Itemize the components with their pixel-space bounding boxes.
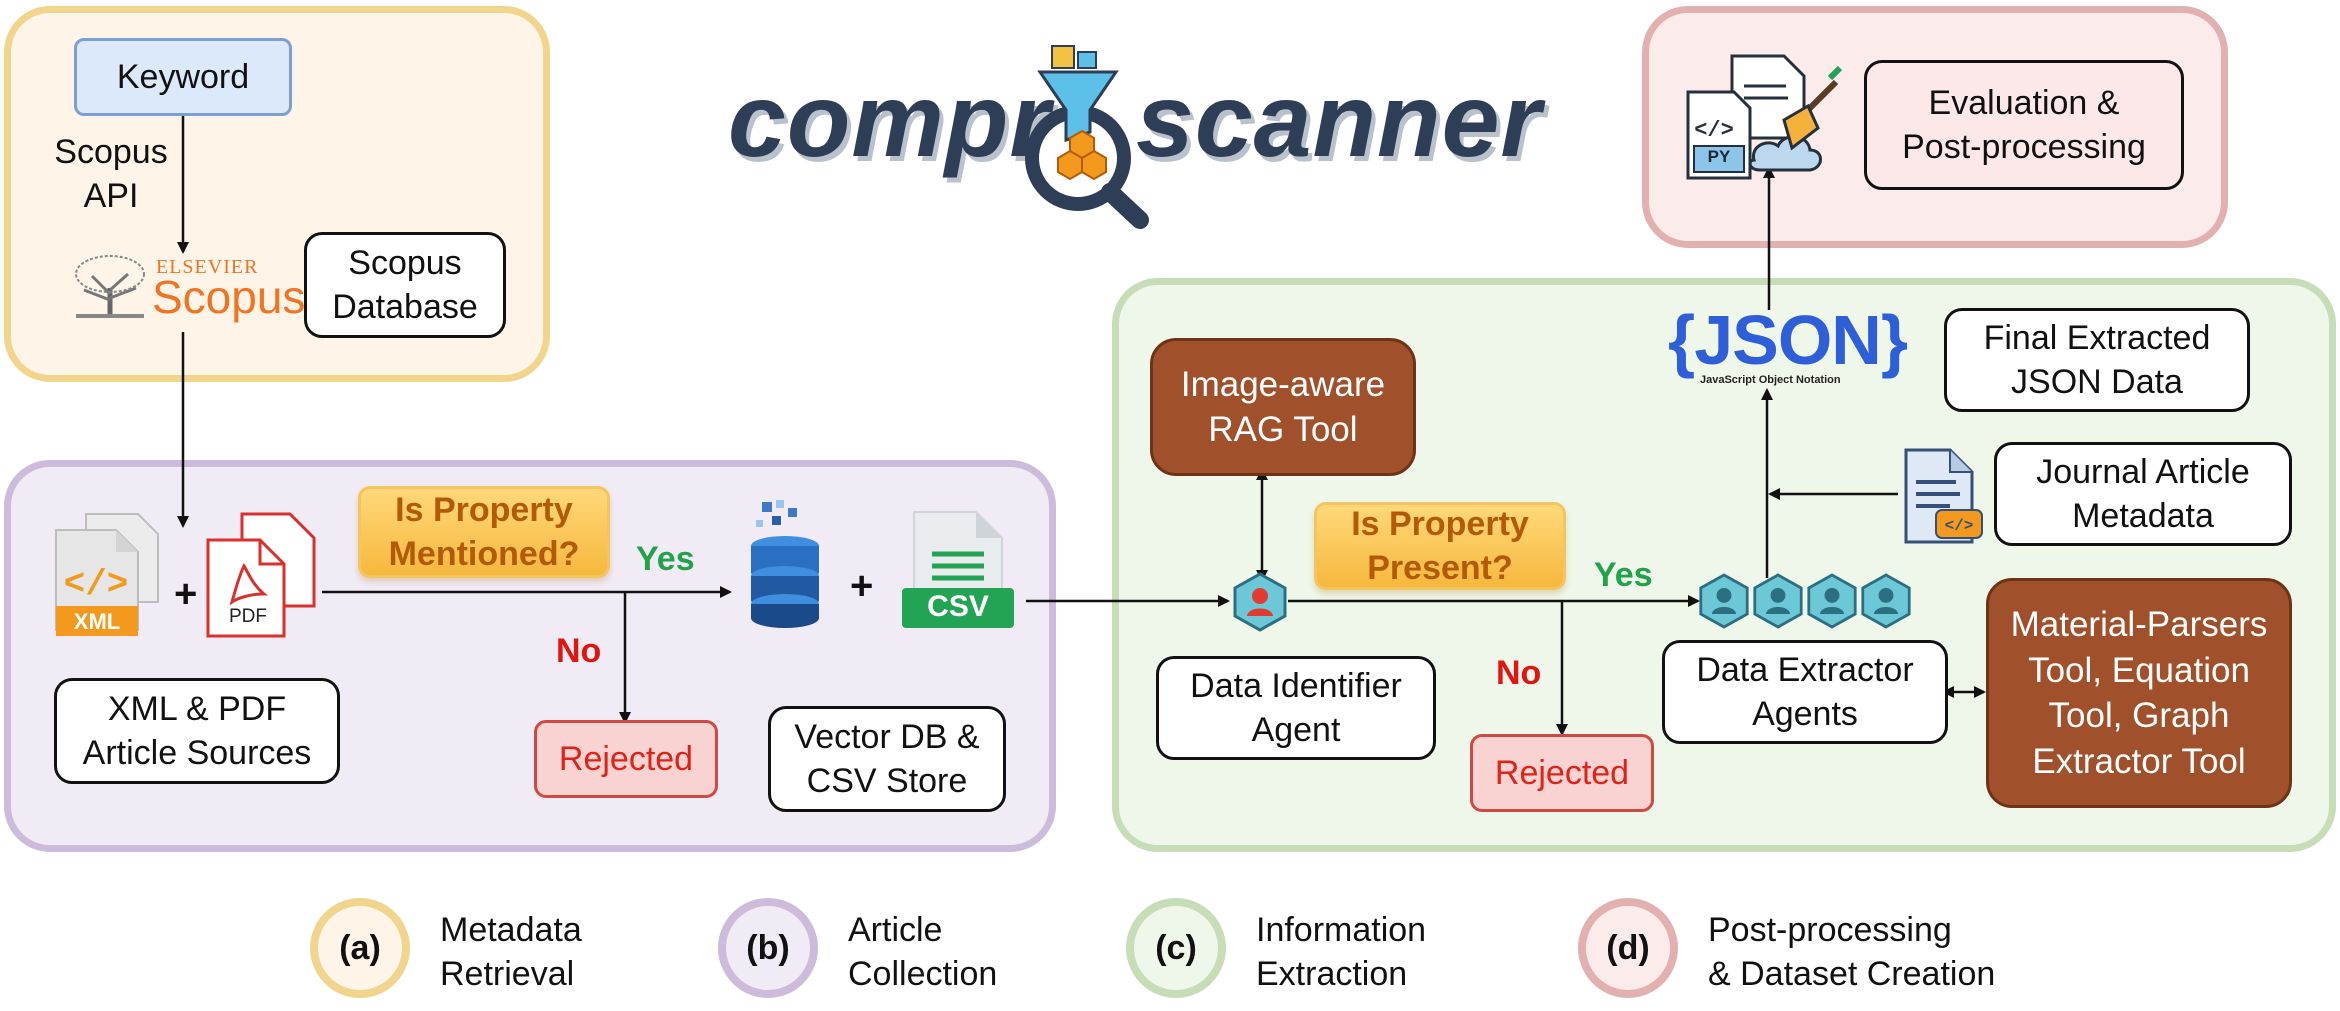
elsevier-label: ELSEVIER bbox=[156, 256, 259, 278]
scopus-api-label: Scopus API bbox=[54, 133, 168, 216]
legend-text-b: Article Collection bbox=[848, 911, 998, 994]
legend-circle-a: (a) bbox=[310, 898, 410, 998]
extractor-agent-icon bbox=[1753, 573, 1803, 629]
legend-item-c: (c) Information Extraction bbox=[1126, 896, 1466, 1006]
pdf-file-icon bbox=[206, 512, 316, 638]
extractor-agent-icon bbox=[1699, 573, 1749, 629]
scopus-logo-text: Scopus bbox=[152, 271, 306, 323]
no-label-c: No bbox=[1496, 654, 1542, 692]
logo-text-left: compr bbox=[728, 63, 1051, 179]
elsevier-tree-icon bbox=[75, 255, 145, 318]
json-subtitle: JavaScript Object Notation bbox=[1700, 374, 1841, 386]
svg-text:</>: </> bbox=[1945, 517, 1974, 535]
compr-scanner-logo: compr scanner bbox=[728, 40, 1541, 230]
extractor-agent-icon bbox=[1807, 573, 1857, 629]
legend-circle-c: (c) bbox=[1126, 898, 1226, 998]
yes-label-c: Yes bbox=[1594, 556, 1653, 594]
final-json-data-box: Final Extracted JSON Data bbox=[1944, 308, 2250, 412]
svg-text:</>: </> bbox=[64, 564, 129, 605]
extractor-agent-icon bbox=[1861, 573, 1911, 629]
legend-circle-b: (b) bbox=[718, 898, 818, 998]
py-badge: PY bbox=[1707, 147, 1731, 166]
plus-sign-sources: + bbox=[174, 572, 198, 616]
svg-text:</>: </> bbox=[1694, 118, 1734, 143]
legend-item-b: (b) Article Collection bbox=[718, 896, 1018, 1006]
legend-text-a: Metadata Retrieval bbox=[440, 911, 582, 994]
logo-text-right: scanner bbox=[1136, 63, 1542, 179]
rejected-box-c: Rejected bbox=[1470, 734, 1654, 812]
property-mentioned-question: Is Property Mentioned? bbox=[358, 486, 610, 578]
keyword-box: Keyword bbox=[74, 38, 292, 116]
extractor-agents-icons bbox=[1698, 572, 1912, 632]
data-extractor-agents-box: Data Extractor Agents bbox=[1662, 640, 1948, 744]
xml-file-icon: </> bbox=[55, 513, 159, 636]
legend-item-d: (d) Post-processing & Dataset Creation bbox=[1578, 896, 2038, 1006]
json-logo: {JSON} bbox=[1668, 301, 1908, 379]
pdf-label: PDF bbox=[229, 606, 267, 627]
legend-item-a: (a) Metadata Retrieval bbox=[310, 896, 610, 1006]
funnel-magnifier-icon bbox=[1025, 45, 1149, 229]
plus-sign-stores: + bbox=[850, 564, 874, 608]
python-cleanup-icon: </> bbox=[1686, 54, 1843, 180]
image-aware-rag-tool-box: Image-aware RAG Tool bbox=[1150, 338, 1416, 476]
data-identifier-agent-box: Data Identifier Agent bbox=[1156, 656, 1436, 760]
metadata-document-icon: </> bbox=[1904, 448, 1983, 544]
material-tools-box: Material-Parsers Tool, Equation Tool, Gr… bbox=[1986, 578, 2292, 808]
rejected-box-b: Rejected bbox=[534, 720, 718, 798]
legend-circle-d: (d) bbox=[1578, 898, 1678, 998]
csv-file-icon bbox=[902, 511, 1014, 628]
identifier-agent-icon bbox=[1233, 572, 1287, 632]
legend-text-c: Information Extraction bbox=[1256, 911, 1427, 994]
yes-label-b: Yes bbox=[636, 540, 695, 578]
vector-database-icon bbox=[751, 500, 819, 628]
legend-text-d: Post-processing & Dataset Creation bbox=[1708, 911, 1996, 994]
no-label-b: No bbox=[556, 632, 602, 670]
vector-db-store-box: Vector DB & CSV Store bbox=[768, 706, 1006, 812]
article-sources-box: XML & PDF Article Sources bbox=[54, 678, 340, 784]
xml-badge: XML bbox=[73, 609, 121, 634]
scopus-database-box: Scopus Database bbox=[304, 232, 506, 338]
evaluation-post-processing-box: Evaluation & Post-processing bbox=[1864, 60, 2184, 190]
journal-article-metadata-box: Journal Article Metadata bbox=[1994, 442, 2292, 546]
csv-badge: CSV bbox=[927, 590, 989, 623]
property-present-question: Is Property Present? bbox=[1314, 502, 1566, 590]
